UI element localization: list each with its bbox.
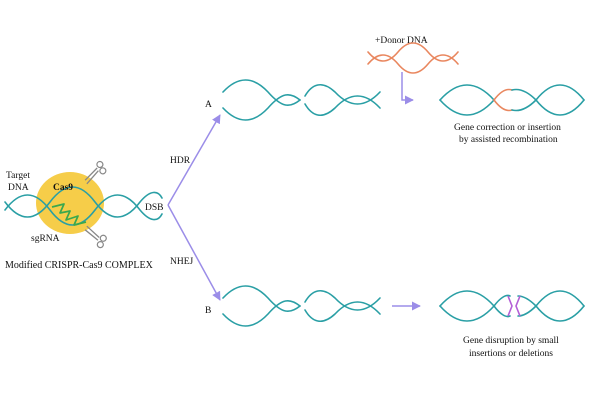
nhej-result-line1: Gene disruption by small [463, 336, 559, 346]
dsb-label: DSB [145, 203, 163, 213]
hdr-broken-dna [222, 79, 381, 121]
scissors-icon [84, 225, 107, 249]
target-dna-label-line2: DNA [8, 183, 29, 193]
nhej-indel-mark [507, 295, 513, 317]
sgrna-label: sgRNA [31, 234, 60, 244]
hdr-result-line1: Gene correction or insertion [454, 123, 561, 133]
hdr-result-dna [439, 84, 585, 116]
donor-dna-helix [367, 42, 459, 74]
hdr-label: HDR [170, 156, 191, 166]
hdr-result-line2: by assisted recombination [459, 135, 558, 145]
target-dna-helix [4, 186, 163, 226]
nhej-result-dna [439, 290, 585, 322]
nhej-label: NHEJ [170, 257, 194, 267]
cas9-label: Cas9 [53, 183, 73, 193]
sgrna-strand [51, 203, 87, 226]
path-b-label: B [205, 306, 211, 316]
donor-dna-label: +Donor DNA [375, 36, 428, 46]
nhej-result-line2: insertions or deletions [469, 349, 553, 359]
scissors-icon [84, 160, 107, 185]
path-a-label: A [205, 100, 212, 110]
target-dna-label-line1: Target [6, 171, 30, 181]
complex-caption: Modified CRISPR-Cas9 COMPLEX [5, 260, 154, 271]
nhej-broken-dna [222, 285, 381, 327]
hdr-branch-arrow [167, 114, 221, 206]
donor-insert-arrow [401, 72, 414, 105]
nhej-branch-arrow [167, 204, 221, 301]
